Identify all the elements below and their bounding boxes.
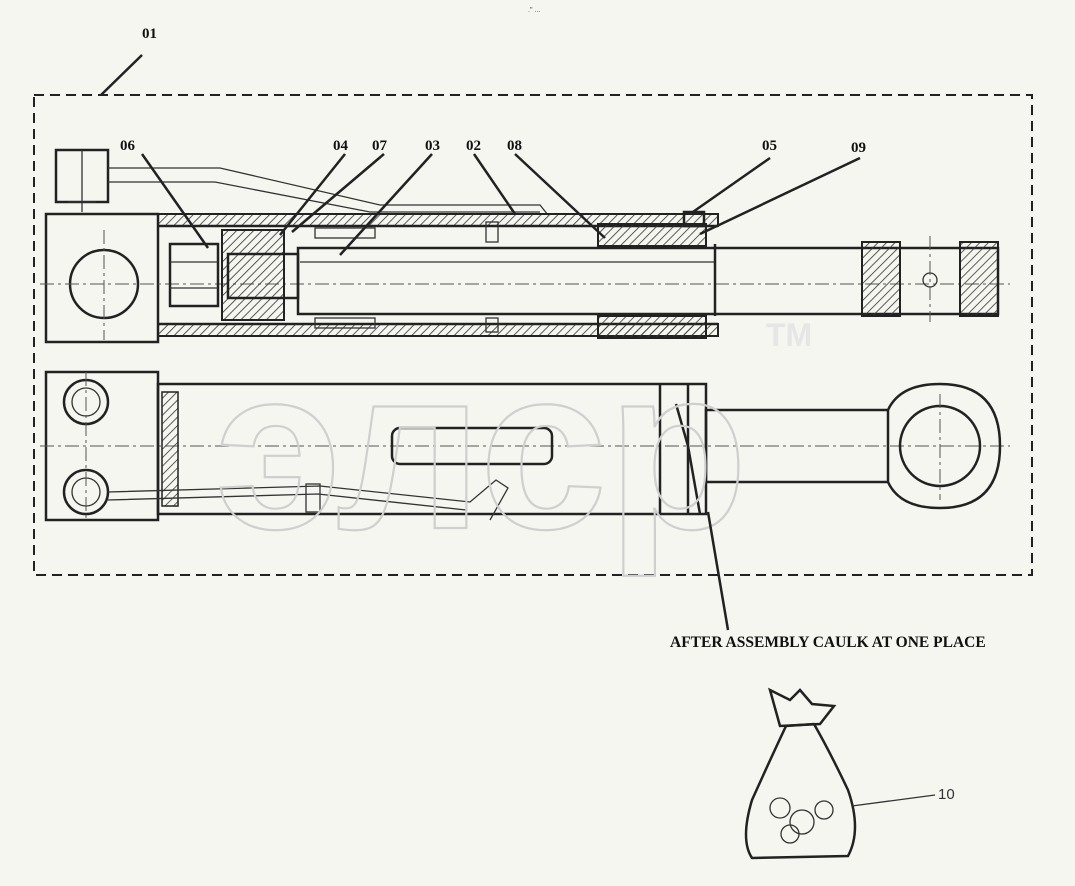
- callouts: 06 04 07 03 02 08 05 09: [120, 138, 866, 256]
- section-view: [40, 148, 1010, 344]
- callout-05: 05: [762, 138, 777, 154]
- svg-text:TM: TM: [766, 317, 812, 353]
- leader-01: [100, 54, 143, 96]
- callout-04: 04: [333, 138, 349, 154]
- note-leader: [706, 511, 730, 631]
- callout-09: 09: [851, 140, 866, 156]
- callout-07: 07: [372, 138, 388, 154]
- callout-10: 10: [938, 786, 955, 803]
- watermark: элср TM: [214, 317, 812, 578]
- callout-06: 06: [120, 138, 136, 154]
- svg-text:элср: элср: [215, 320, 748, 577]
- assembly-boundary: [33, 94, 1033, 576]
- callout-01: 01: [142, 26, 157, 42]
- parts-bag-icon: [744, 687, 936, 860]
- header-mark: ." ...: [528, 7, 540, 14]
- callout-08: 08: [507, 138, 522, 154]
- callout-02: 02: [466, 138, 481, 154]
- callout-03: 03: [425, 138, 440, 154]
- side-view: [40, 370, 1010, 522]
- caulk-note: AFTER ASSEMBLY CAULK AT ONE PLACE: [670, 634, 986, 651]
